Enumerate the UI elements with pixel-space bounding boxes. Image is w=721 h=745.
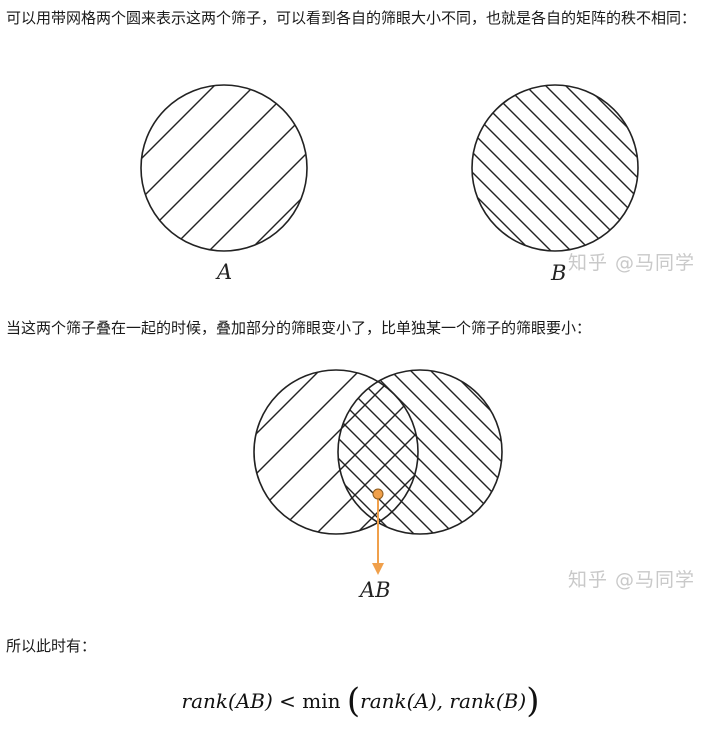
right-paren: )	[526, 681, 540, 721]
formula-operator: min	[302, 689, 341, 713]
label-b: B	[550, 261, 566, 285]
circle-a	[140, 84, 308, 252]
watermark: 知乎 @马同学	[568, 569, 695, 591]
figure-two-sieves: A B 知乎 @马同学	[140, 84, 695, 285]
overlap-paragraph: 当这两个筛子叠在一起的时候，叠加部分的筛眼变小了，比单独某一个筛子的筛眼要小：	[6, 319, 592, 337]
formula-lhs: rank(AB)	[181, 689, 273, 713]
left-circle	[253, 369, 419, 535]
formula-arg2: rank(B)	[449, 689, 527, 713]
label-ab: AB	[358, 578, 391, 602]
rank-inequality-formula: rank(AB) < min (rank(A), rank(B))	[0, 676, 721, 726]
figure-overlapping-sieves: AB 知乎 @马同学	[253, 369, 695, 602]
left-paren: (	[346, 681, 361, 721]
formula-relation: <	[279, 689, 296, 713]
arrow	[372, 488, 384, 575]
watermark: 知乎 @马同学	[568, 252, 695, 274]
label-a: A	[215, 260, 232, 284]
conclusion-paragraph: 所以此时有：	[6, 637, 97, 655]
intro-paragraph: 可以用带网格两个圆来表示这两个筛子，可以看到各自的筛眼大小不同，也就是各自的矩阵…	[6, 9, 697, 27]
formula-arg1: rank(A),	[360, 689, 444, 713]
